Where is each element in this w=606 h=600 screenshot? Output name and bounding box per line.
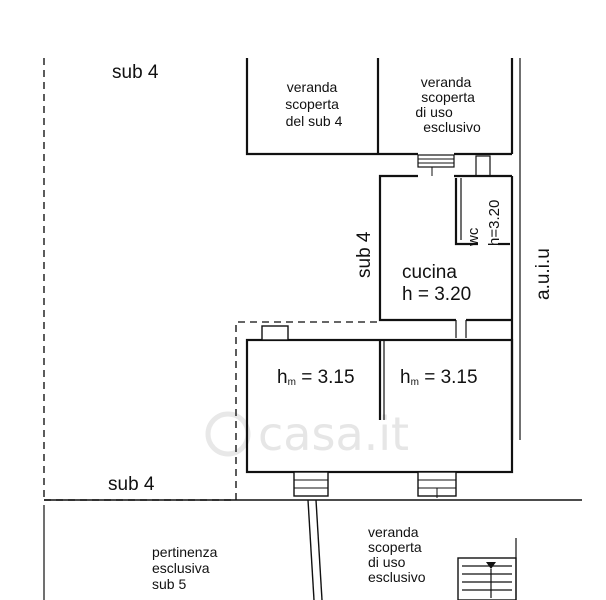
stairs-direction-arrow-icon [486, 562, 496, 569]
watermark-text: casa.it [258, 407, 409, 461]
label-kitchen-height: h = 3.20 [402, 284, 471, 305]
label-room-left-height: hm = 3.15 [277, 367, 355, 388]
label-sub4-bottom: sub 4 [108, 474, 155, 495]
staircase [457, 538, 517, 600]
veranda-left-outline [245, 58, 418, 156]
label-veranda-left: veranda scoperta del sub 4 [285, 79, 343, 129]
label-veranda-right: veranda scoperta di uso esclusivo [415, 74, 481, 135]
label-sub4-top: sub 4 [112, 62, 159, 83]
label-room-right-height: hm = 3.15 [400, 367, 478, 388]
label-veranda-bottom: veranda scoperta di uso esclusivo [368, 524, 426, 585]
wc-vent [475, 155, 491, 177]
vent-box [261, 325, 289, 341]
label-wc-height: h=3.20 [486, 200, 503, 246]
stairs-outline [457, 557, 517, 600]
kitchen-window [417, 154, 455, 168]
label-sub4-vertical: sub 4 [354, 231, 375, 278]
watermark-logo-icon [205, 411, 251, 457]
lower-rooms [245, 325, 514, 498]
label-wc: wc [465, 227, 482, 247]
pipe-line-a [307, 499, 315, 600]
label-pertinenza: pertinenza esclusiva sub 5 [152, 544, 221, 592]
upper-verandas [245, 58, 521, 440]
kitchen-walls-left [378, 174, 456, 322]
label-kitchen: cucina [402, 262, 457, 283]
wc-wall [454, 178, 478, 246]
label-aiu: a.u.i.u [533, 248, 554, 300]
room-left-window [293, 471, 329, 497]
pipe-line-b [315, 499, 323, 600]
